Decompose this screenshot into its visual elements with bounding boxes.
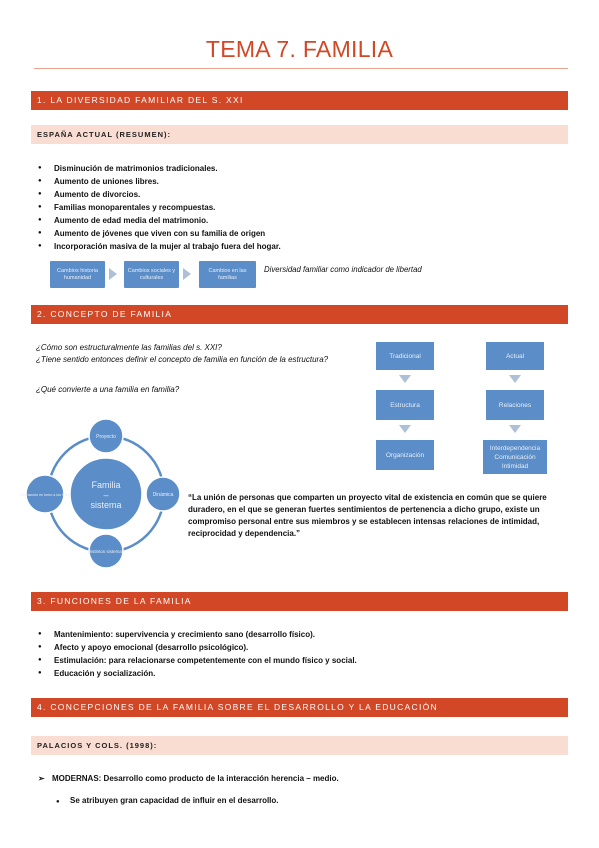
cycle-bottom-label: Distintos sistemas — [88, 549, 125, 554]
spain-list: Disminución de matrimonios tradicionales… — [38, 162, 281, 253]
list-item: Familias monoparentales y recompuestas. — [38, 201, 281, 214]
question-3: ¿Qué convierte a una familia en familia? — [36, 385, 180, 394]
list-item: Incorporación masiva de la mujer al trab… — [38, 240, 281, 253]
question-2: ¿Tiene sentido entonces definir el conce… — [36, 355, 329, 364]
cycle-top-label: Proyecto — [96, 434, 116, 440]
question-1: ¿Cómo son estructuralmente las familias … — [36, 343, 222, 352]
spain-subheading: ESPAÑA ACTUAL (RESUMEN): — [31, 125, 568, 144]
cycle-top-node — [88, 418, 124, 454]
section-3-heading: 3. FUNCIONES DE LA FAMILIA — [31, 592, 568, 611]
arrow-right-icon — [109, 268, 117, 280]
cycle-center-label: Familia–sistema — [90, 480, 121, 510]
col-left-box-1: Tradicional — [376, 342, 434, 370]
section-1-heading: 1. LA DIVERSIDAD FAMILIAR DEL S. XXI — [31, 91, 568, 110]
list-item: Aumento de jóvenes que viven con su fami… — [38, 227, 281, 240]
cycle-left-node — [25, 474, 65, 514]
col-left-box-3: Organización — [376, 440, 434, 470]
arrow-down-icon — [509, 425, 521, 433]
list-item: Educación y socialización. — [38, 667, 357, 680]
influence-item: ● Se atribuyen gran capacidad de influir … — [56, 796, 279, 805]
col-right-box-3: Interdependencia Comunicación Intimidad — [483, 440, 547, 474]
cycle-bottom-node — [88, 533, 124, 569]
arrow-bullet-icon: ➢ — [38, 774, 45, 783]
title-underline — [34, 68, 568, 69]
cycle-left-label: Interacción en torno a los fines — [21, 493, 70, 497]
list-item: Mantenimiento: supervivencia y crecimien… — [38, 628, 357, 641]
cycle-center-node — [69, 457, 143, 531]
cycle-right-label: Dinámica — [153, 492, 174, 498]
family-system-diagram: Familia–sistema Proyecto Dinámica Distin… — [21, 418, 181, 569]
col-right-box-2: Relaciones — [486, 390, 544, 420]
list-item: Aumento de divorcios. — [38, 188, 281, 201]
flow-box-social: Cambios sociales y culturales — [124, 261, 179, 288]
flow-box-history: Cambios historia humanidad — [50, 261, 105, 288]
page-title: TEMA 7. FAMILIA — [205, 36, 394, 62]
family-definition-quote: “La unión de personas que comparten un p… — [188, 493, 547, 538]
section-4-heading: 4. CONCEPCIONES DE LA FAMILIA SOBRE EL D… — [31, 698, 568, 717]
moderns-item: ➢ MODERNAS: Desarrollo como producto de l… — [38, 774, 339, 783]
influence-text: Se atribuyen gran capacidad de influir e… — [70, 796, 279, 805]
arrow-down-icon — [399, 375, 411, 383]
flow-caption: Diversidad familiar como indicador de li… — [264, 265, 422, 274]
flow-box-families: Cambios en las familias — [199, 261, 256, 288]
functions-list: Mantenimiento: supervivencia y crecimien… — [38, 628, 357, 680]
palacios-subheading: PALACIOS Y COLS. (1998): — [31, 736, 568, 755]
list-item: Aumento de uniones libres. — [38, 175, 281, 188]
list-item: Disminución de matrimonios tradicionales… — [38, 162, 281, 175]
list-item: Aumento de edad media del matrimonio. — [38, 214, 281, 227]
arrow-down-icon — [509, 375, 521, 383]
section-2-heading: 2. CONCEPTO DE FAMILIA — [31, 305, 568, 324]
list-item: Estimulación: para relacionarse competen… — [38, 654, 357, 667]
cycle-right-node — [145, 476, 181, 512]
col-right-box-1: Actual — [486, 342, 544, 370]
arrow-down-icon — [399, 425, 411, 433]
list-item: Afecto y apoyo emocional (desarrollo psi… — [38, 641, 357, 654]
moderns-text: MODERNAS: Desarrollo como producto de la… — [52, 774, 339, 783]
bullet-icon: ● — [56, 799, 60, 805]
col-left-box-2: Estructura — [376, 390, 434, 420]
arrow-right-icon — [183, 268, 191, 280]
